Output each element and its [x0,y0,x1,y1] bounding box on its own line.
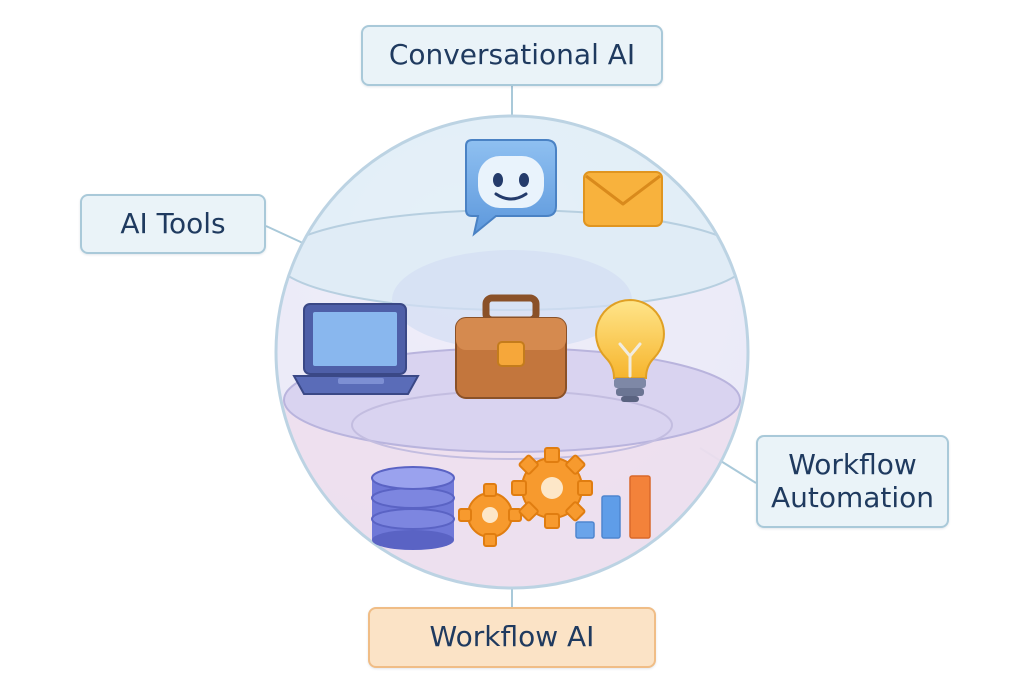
label-conversational-ai-text: Conversational AI [388,38,636,72]
sphere-outline [274,114,750,590]
label-workflow-automation-line1: Workflow [788,448,917,482]
label-workflow-ai-text: Workflow AI [429,620,595,654]
label-workflow-ai: Workflow AI [368,607,656,668]
envelope-icon [583,171,663,227]
bar-chart-icon [575,475,651,539]
gears-icon [458,447,593,547]
label-workflow-automation: Workflow Automation [756,435,949,528]
chat-bot-icon [465,139,557,237]
label-workflow-automation-line2: Automation [770,480,935,514]
label-ai-tools-text: AI Tools [120,206,226,240]
laptop-icon [292,303,420,395]
label-conversational-ai: Conversational AI [361,25,663,86]
lightbulb-icon [595,298,665,402]
label-ai-tools: AI Tools [80,194,266,254]
database-icon [371,466,455,550]
briefcase-icon [455,294,567,399]
